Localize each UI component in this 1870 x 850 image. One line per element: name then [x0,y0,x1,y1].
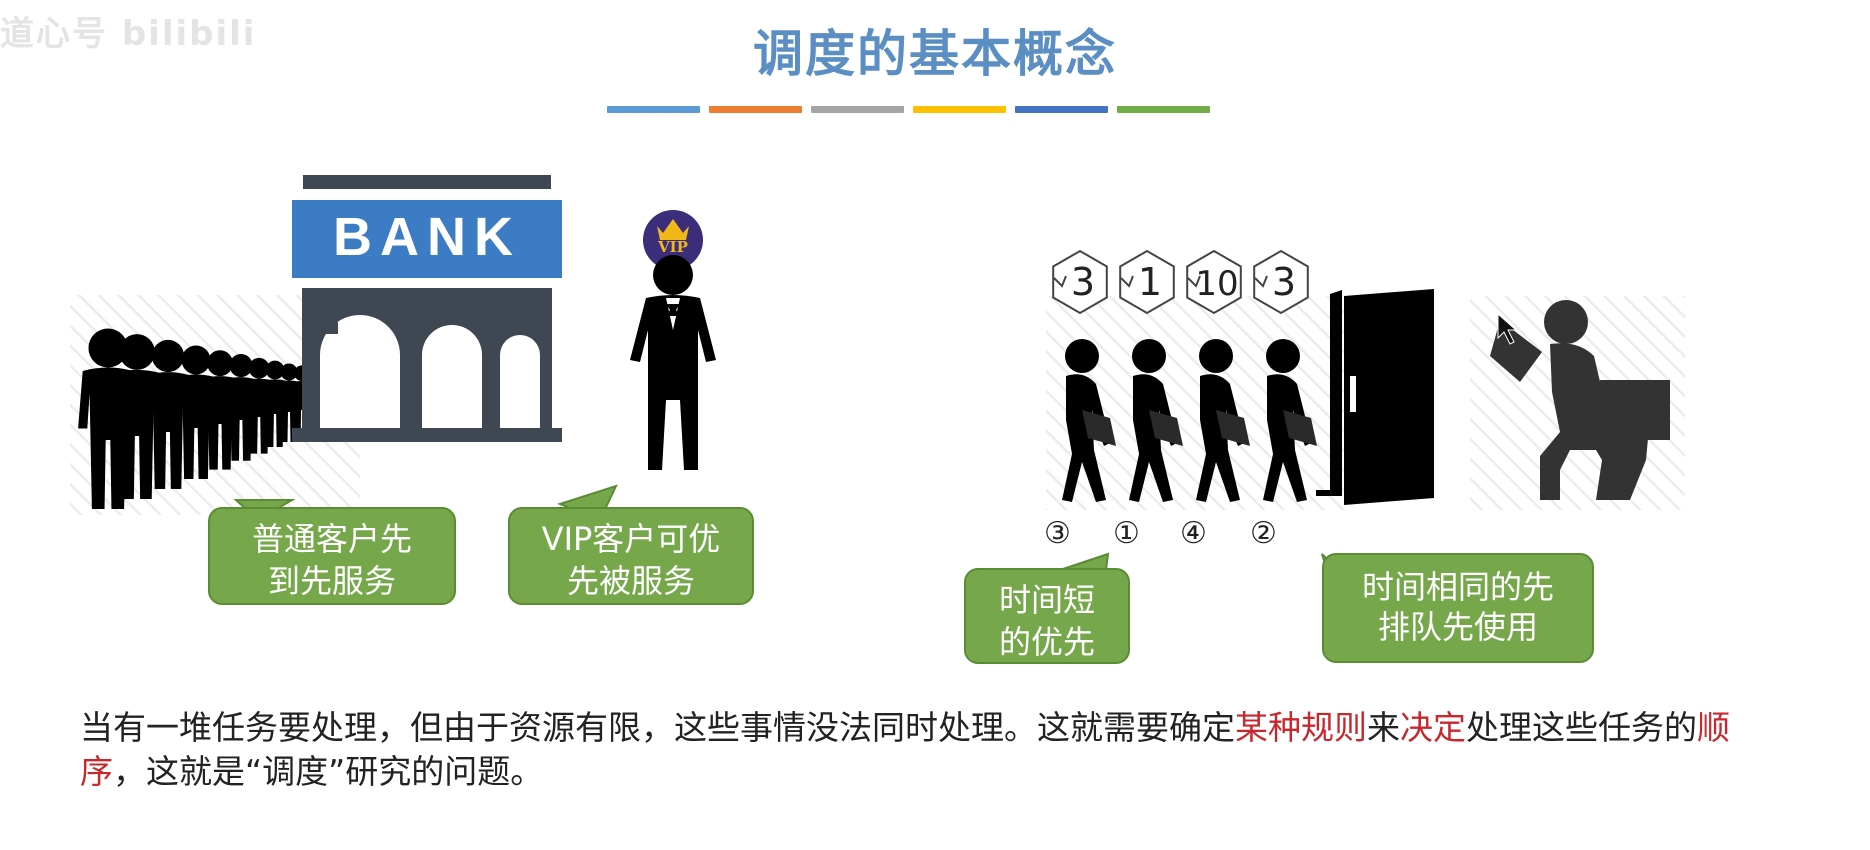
vip-badge-text: VIP [658,238,688,256]
bubble-line: 时间相同的先 [1361,568,1554,606]
queue-number: ④ [1180,516,1207,551]
queue-number: ① [1113,516,1140,551]
bubble-line: 先被服务 [566,562,695,600]
title-bar [811,106,904,113]
speech-bubble-regular-customers: 普通客户先 到先服务 [208,507,456,605]
watermark: 道心号 bilibili [0,14,257,54]
bank-building [292,175,562,442]
bank-sign-text: BANK [333,207,521,267]
title-bar [607,106,700,113]
time-tag: 1 [1119,249,1175,315]
title-bar [709,106,802,113]
para-highlight: 顺序 [80,708,1730,791]
para-text: 当有一堆任务要处理，但由于资源有限，这些事情没法同时处理。这就需要确定 [80,708,1235,747]
para-highlight: 决定 [1400,708,1466,747]
para-text: ，这就是“调度”研究的问题。 [113,752,544,791]
person-on-toilet [1490,300,1670,500]
time-tag-label: 3 [1272,260,1296,304]
title-bar [913,106,1006,113]
title-underline-bars [607,106,1210,113]
cursor-icon [1497,312,1518,345]
para-text: 来 [1367,708,1400,747]
time-tag: 3 [1052,249,1108,315]
speech-bubble-shortest-first: 时间短 的优先 [964,568,1130,664]
bubble-line: 时间短 [998,581,1095,619]
para-highlight: 某种规则 [1235,708,1367,747]
time-tag-label: 10 [1195,264,1238,304]
bubble-line: 普通客户先 [251,520,412,558]
queue-number: ② [1250,516,1277,551]
bubble-line: 排队先使用 [1377,608,1538,646]
explanation-paragraph: 当有一堆任务要处理，但由于资源有限，这些事情没法同时处理。这就需要确定某种规则来… [80,706,1780,794]
title-bar [1015,106,1108,113]
para-text: 处理这些任务的 [1466,708,1697,747]
bank-sign [292,200,562,278]
book-icon [1490,320,1542,382]
time-tag-label: 1 [1138,260,1162,304]
crown-icon [657,219,689,240]
time-tag-label: 3 [1071,260,1095,304]
toilet-door [1316,289,1434,505]
bubble-line: 的优先 [998,623,1095,661]
queue-number: ③ [1044,516,1071,551]
bank-scene [70,175,716,515]
speech-bubble-vip-customers: VIP客户可优 先被服务 [508,507,754,605]
title-bar [1117,106,1210,113]
vip-customer [630,210,716,470]
time-tag: 10 [1186,249,1242,315]
time-tag: 3 [1253,249,1309,315]
bubble-line: VIP客户可优 [541,520,721,558]
bubble-line: 到先服务 [267,562,396,600]
speech-bubble-fifo-tiebreak: 时间相同的先 排队先使用 [1322,553,1594,663]
page-title: 调度的基本概念 [753,25,1117,83]
